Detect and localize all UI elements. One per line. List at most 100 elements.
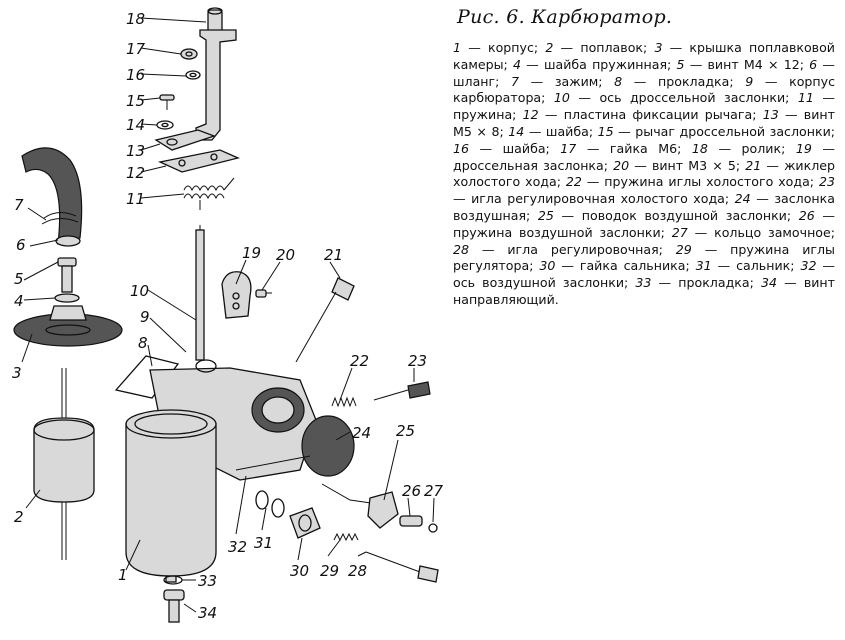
- idle-jet-part-21: [295, 277, 355, 363]
- leader-lines: [21, 17, 435, 613]
- legend-item: 28 — игла регулировочная;: [453, 242, 676, 257]
- legend-text: — кольцо замочное;: [687, 224, 836, 240]
- float-chamber-part-1: [125, 409, 217, 583]
- legend-text: — рычаг дроссельной заслонки;: [613, 123, 835, 139]
- legend-text: — игла регулировочная;: [469, 241, 676, 257]
- callout-32: 32: [228, 538, 247, 556]
- callout-26: 26: [402, 482, 421, 500]
- screw-part-13: [154, 129, 216, 151]
- legend-number: 22: [565, 174, 582, 190]
- legend-text: — винт М5 × 8;: [453, 107, 835, 139]
- legend-text: — пружина;: [453, 90, 835, 123]
- callout-16: 16: [126, 66, 145, 84]
- legend-text: — прокладка;: [651, 275, 761, 291]
- screw-part-20: [255, 289, 272, 298]
- legend-item: 4 — шайба пружинная;: [513, 57, 677, 72]
- callout-6: 6: [16, 236, 26, 254]
- legend-item: 18 — ролик;: [692, 141, 796, 156]
- legend-text: — винт М4 × 12;: [684, 56, 810, 72]
- legend-text: — поплавок;: [553, 40, 655, 55]
- legend-text: — ось дроссельной заслонки;: [569, 90, 798, 106]
- callout-7: 7: [14, 196, 24, 214]
- legend-text: — игла регулировочная холостого хода;: [453, 191, 735, 207]
- legend-number: 21: [745, 157, 762, 173]
- throttle-valve-part-19: [221, 271, 252, 319]
- legend-item: 31 — сальник;: [696, 258, 801, 273]
- legend-item: 11 — пружина;: [453, 90, 835, 122]
- callout-10: 10: [130, 282, 149, 300]
- legend-number: 30: [539, 258, 556, 274]
- legend-text: — заслонка воздушная;: [453, 191, 835, 223]
- legend-number: 34: [760, 275, 777, 291]
- legend-text: — крышка поплавковой камеры;: [453, 40, 835, 72]
- callout-17: 17: [126, 40, 146, 58]
- spring-part-11: [183, 177, 235, 210]
- idle-needle-part-23: [373, 381, 431, 401]
- float-part-2: [33, 368, 95, 560]
- legend-number: 26: [798, 207, 815, 223]
- legend-item: 26 — пружина воздушной заслонки;: [453, 208, 835, 240]
- legend-number: 25: [537, 207, 554, 223]
- callout-13: 13: [126, 142, 145, 160]
- axle-part-32: [235, 455, 311, 471]
- legend-item: 3 — крышка поплавковой камеры;: [453, 40, 835, 72]
- legend-text: — ролик;: [707, 140, 796, 156]
- callout-14: 14: [126, 116, 145, 134]
- legend-number: 31: [695, 258, 712, 274]
- callout-8: 8: [138, 334, 148, 352]
- legend-item: 30 — гайка сальника;: [539, 258, 695, 273]
- clamp-part-7: [41, 212, 79, 225]
- nut-part-17: [180, 48, 198, 60]
- callout-33: 33: [198, 572, 217, 590]
- legend-text: — ось воздушной заслонки;: [453, 258, 835, 291]
- needle-part-28: [365, 551, 439, 583]
- callout-5: 5: [14, 270, 24, 288]
- callout-34: 34: [198, 604, 217, 622]
- legend-number: 6: [809, 56, 818, 72]
- air-choke-part-24: [301, 415, 355, 477]
- guide-screw-part-34: [163, 589, 185, 623]
- legend-text: — дроссельная заслонка;: [453, 140, 835, 173]
- callout-4: 4: [14, 292, 24, 310]
- legend-number: 23: [818, 174, 835, 190]
- cover-part-3: [13, 305, 123, 347]
- legend-item: 32 — ось воздушной заслонки;: [453, 258, 835, 290]
- legend-number: 19: [795, 140, 812, 156]
- callout-30: 30: [290, 562, 309, 580]
- callout-18: 18: [126, 10, 145, 28]
- throttle-lever-part-15: [195, 29, 237, 141]
- callout-15: 15: [126, 92, 145, 110]
- legend-number: 3: [654, 40, 663, 55]
- legend-number: 5: [676, 56, 685, 72]
- legend-number: 10: [553, 90, 570, 106]
- callout-25: 25: [396, 422, 415, 440]
- callout-28: 28: [348, 562, 367, 580]
- figure-caption: Рис. 6. Карбюратор. 1 — корпус; 2 — попл…: [453, 6, 835, 309]
- legend-item: 7 — зажим;: [511, 74, 614, 89]
- legend-text: — гайка сальника;: [555, 258, 696, 274]
- callout-19: 19: [242, 244, 261, 262]
- legend-number: 28: [453, 241, 470, 257]
- parts-legend: 1 — корпус; 2 — поплавок; 3 — крышка поп…: [453, 40, 835, 309]
- callout-29: 29: [320, 562, 339, 580]
- legend-item: 2 — поплавок;: [545, 40, 654, 55]
- legend-item: 20 — винт М3 × 5;: [613, 158, 745, 173]
- legend-number: 32: [800, 258, 817, 274]
- legend-text: — корпус карбюратора;: [453, 73, 835, 106]
- callout-11: 11: [126, 190, 145, 208]
- legend-item: 17 — гайка М6;: [560, 141, 692, 156]
- legend-number: 12: [522, 107, 539, 123]
- callout-2: 2: [14, 508, 24, 526]
- legend-number: 33: [635, 275, 652, 291]
- legend-text: — шайба;: [524, 123, 598, 139]
- legend-number: 7: [511, 73, 520, 89]
- legend-number: 4: [512, 56, 521, 72]
- legend-text: — поводок воздушной заслонки;: [553, 207, 799, 223]
- ring-part-27: [428, 523, 438, 533]
- legend-text: — винт М3 × 5;: [629, 157, 746, 173]
- legend-text: — прокладка;: [622, 73, 746, 89]
- legend-item: 12 — пластина фиксации рычага;: [523, 107, 763, 122]
- legend-item: 1 — корпус;: [453, 40, 545, 55]
- legend-text: — пружина воздушной заслонки;: [453, 207, 835, 240]
- legend-item: 8 — прокладка;: [614, 74, 745, 89]
